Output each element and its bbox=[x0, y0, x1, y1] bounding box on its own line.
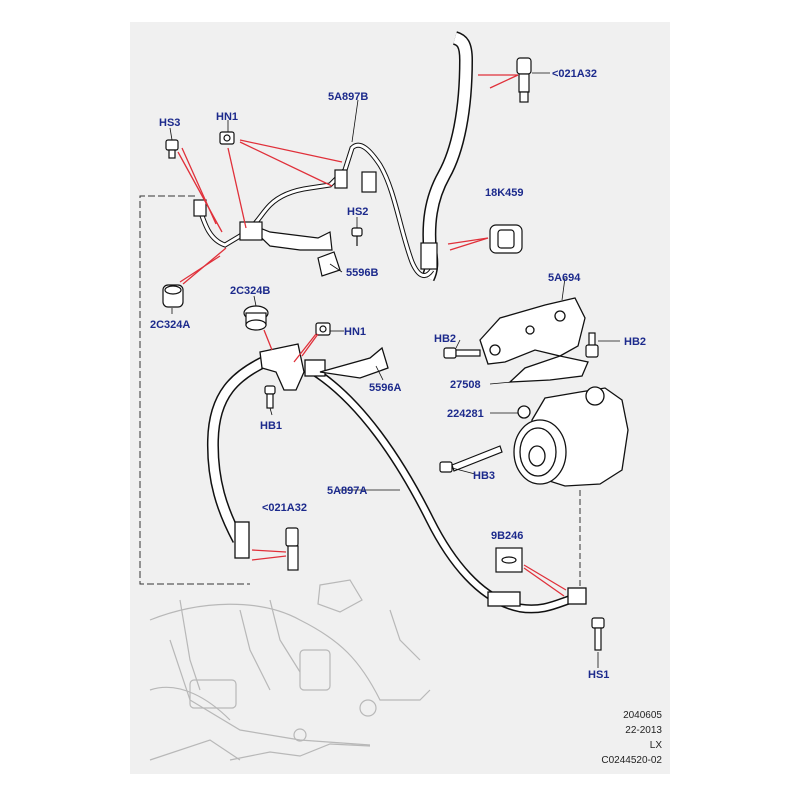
bracket-5596a bbox=[319, 346, 389, 379]
callout-hose-5a897b: 5A897B bbox=[328, 91, 368, 103]
pump-bracket-5a694 bbox=[479, 297, 586, 365]
callout-hs1: HS1 bbox=[588, 669, 609, 681]
callout-pump-224281: 224281 bbox=[447, 408, 484, 420]
footer-code-4: C0244520-02 bbox=[601, 755, 662, 766]
callout-bracket-5596a: 5596A bbox=[369, 382, 401, 394]
vehicle-context-ghost bbox=[149, 579, 431, 761]
fitting-bottom bbox=[285, 527, 299, 571]
callout-hs3: HS3 bbox=[159, 117, 180, 129]
callout-fitting-top: <021A32 bbox=[552, 68, 597, 80]
leader-lines bbox=[177, 74, 567, 597]
hose-clamp-block bbox=[259, 343, 305, 391]
callout-hn1-mid: HN1 bbox=[344, 326, 366, 338]
footer-code-3: LX bbox=[649, 740, 662, 751]
hb3-bolt bbox=[439, 445, 503, 473]
callout-hn1-top: HN1 bbox=[216, 111, 238, 123]
hs3-screw bbox=[165, 139, 179, 159]
hb2-left-bolt bbox=[443, 347, 481, 359]
hb1-bolt bbox=[264, 385, 276, 409]
callout-clip-18k459: 18K459 bbox=[485, 187, 524, 199]
callout-hb2-right: HB2 bbox=[624, 336, 646, 348]
callout-pointers bbox=[169, 72, 620, 668]
lower-hose-assembly bbox=[206, 343, 587, 614]
hn1-top-nut bbox=[219, 131, 235, 145]
callout-hs2: HS2 bbox=[347, 206, 368, 218]
callout-o-ring-9b246: 9B246 bbox=[491, 530, 523, 542]
callout-pump-bracket-5a694: 5A694 bbox=[548, 272, 581, 284]
fitting-top bbox=[516, 57, 532, 103]
power-steering-pump-224281 bbox=[513, 386, 629, 487]
o-ring-9b246 bbox=[495, 547, 523, 573]
callout-bracket-5596b: 5596B bbox=[346, 267, 378, 279]
hb2-right-bolt bbox=[585, 332, 599, 358]
upper-hose-assembly bbox=[193, 31, 474, 282]
bracket-5596b bbox=[317, 251, 341, 277]
hs1-bolt bbox=[591, 617, 605, 651]
grommet-2c324a bbox=[162, 284, 184, 308]
callout-hb2-left: HB2 bbox=[434, 333, 456, 345]
footer-code-2: 22-2013 bbox=[625, 725, 662, 736]
heat-shield-27508 bbox=[508, 355, 589, 383]
hn1-mid-nut bbox=[315, 322, 331, 336]
clip-18k459 bbox=[489, 224, 523, 254]
callout-grommet-2c324b: 2C324B bbox=[230, 285, 270, 297]
bracket-plate-top bbox=[244, 221, 333, 251]
hs2-screw bbox=[351, 227, 363, 246]
callout-hose-5a897a: 5A897A bbox=[327, 485, 367, 497]
callout-hb1: HB1 bbox=[260, 420, 282, 432]
callout-heat-shield-27508: 27508 bbox=[450, 379, 481, 391]
callout-fitting-bottom: <021A32 bbox=[262, 502, 307, 514]
footer-code-1: 2040605 bbox=[623, 710, 662, 721]
grommet-2c324b bbox=[243, 305, 269, 331]
callout-hb3: HB3 bbox=[473, 470, 495, 482]
callout-grommet-2c324a: 2C324A bbox=[150, 319, 190, 331]
